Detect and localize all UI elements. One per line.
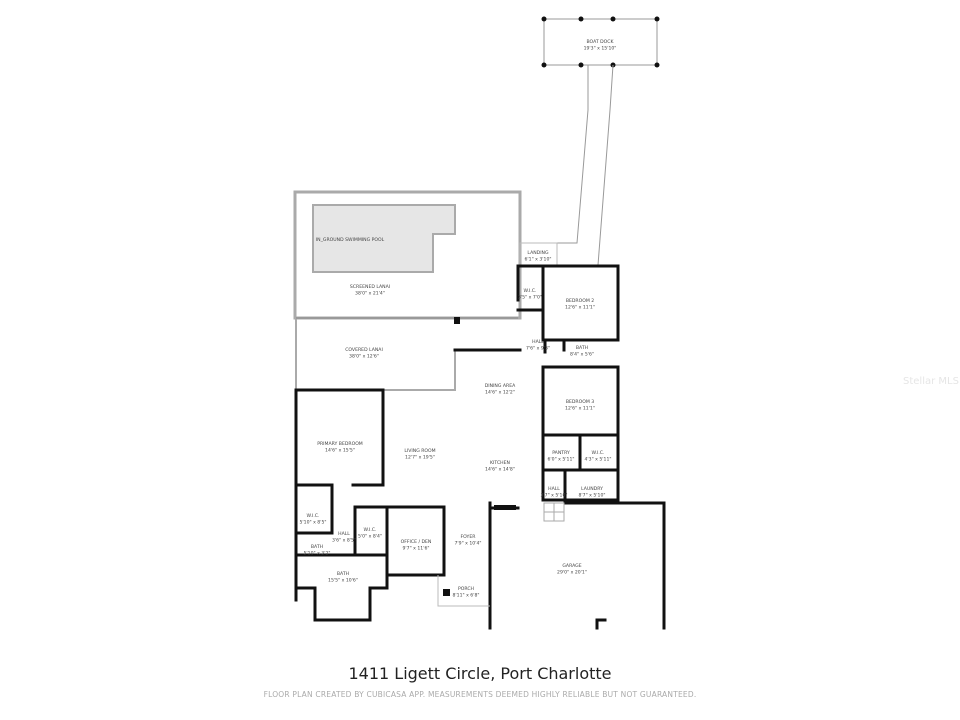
room-dimensions: 14'6" x 15'5" (325, 448, 355, 454)
room-dimensions: 19'3" x 15'10" (584, 46, 617, 52)
room-name: HALL (532, 339, 544, 345)
room-dimensions: 5'0" x 8'4" (358, 534, 382, 540)
walls (294, 264, 666, 630)
room-name: PRIMARY BEDROOM (317, 441, 363, 447)
room-name: COVERED LANAI (345, 347, 383, 353)
room-dimensions: 15'5" x 10'6" (328, 578, 358, 584)
walkway (520, 64, 614, 266)
room-dimensions: 12'6" x 11'1" (565, 305, 595, 311)
room-name: DINING AREA (485, 383, 516, 389)
room-name: GARAGE (562, 563, 581, 569)
room-name: W.I.C. (307, 513, 320, 519)
room-dimensions: 6'1" x 3'10" (524, 257, 551, 263)
garage-steps (543, 502, 565, 522)
room-dimensions: 7'6" x 9'3" (526, 346, 550, 352)
room-name: HALL (338, 531, 350, 537)
room-dimensions: 3'7" x 5'10" (540, 493, 567, 499)
room-dimensions: 29'0" x 20'1" (557, 570, 587, 576)
room-name: BATH (337, 571, 349, 577)
porch (437, 575, 490, 607)
room-dimensions: 5'10" x 8'5" (299, 520, 326, 526)
room-dimensions: 9'7" x 11'6" (402, 546, 429, 552)
room-dimensions: 12'6" x 11'1" (565, 406, 595, 412)
room-dimensions: 14'6" x 12'2" (485, 390, 515, 396)
room-dimensions: 3'6" x 8'5" (332, 538, 356, 544)
room-name: BEDROOM 3 (566, 399, 594, 405)
room-name: BEDROOM 2 (566, 298, 594, 304)
room-name: PANTRY (552, 450, 570, 456)
room-dimensions: 14'6" x 14'8" (485, 467, 515, 473)
boat-dock (541, 16, 660, 68)
room-name: KITCHEN (490, 460, 510, 466)
room-name: W.I.C. (524, 288, 537, 294)
screened-lanai (293, 190, 522, 320)
room-dimensions: 3'5" x 7'0" (518, 295, 542, 301)
room-name: W.I.C. (364, 527, 377, 533)
room-name: OFFICE / DEN (401, 539, 432, 545)
room-name: LIVING ROOM (404, 448, 435, 454)
room-name: BOAT DOCK (586, 39, 614, 45)
property-address-title: 1411 Ligett Circle, Port Charlotte (348, 664, 612, 683)
room-name: PORCH (458, 586, 474, 592)
room-dimensions: 7'9" x 10'4" (454, 541, 481, 547)
room-name: SCREENED LANAI (350, 284, 390, 290)
swimming-pool (312, 204, 456, 273)
room-dimensions: 8'7" x 5'10" (578, 493, 605, 499)
room-dimensions: 6'0" x 5'11" (547, 457, 574, 463)
room-dimensions: 8'4" x 5'6" (570, 352, 594, 358)
watermark-logo: Stellar MLS (903, 376, 959, 387)
room-name: BATH (576, 345, 588, 351)
room-name: LANDING (527, 250, 549, 256)
room-dimensions: 38'0" x 21'4" (355, 291, 385, 297)
room-name: BATH (311, 544, 323, 550)
room-dimensions: 5'10" x 3'2" (303, 551, 330, 557)
room-name: LAUNDRY (581, 486, 603, 492)
room-name: HALL (548, 486, 560, 492)
room-dimensions: 38'0" x 12'6" (349, 354, 379, 360)
disclaimer: FLOOR PLAN CREATED BY CUBICASA APP. MEAS… (263, 690, 697, 699)
room-name: IN_GROUND SWIMMING POOL (316, 237, 385, 243)
covered-lanai (295, 317, 518, 391)
room-name: FOYER (461, 534, 477, 540)
room-dimensions: 4'3" x 5'11" (584, 457, 611, 463)
room-dimensions: 12'7" x 19'5" (405, 455, 435, 461)
room-dimensions: 8'11" x 6'8" (452, 593, 479, 599)
room-name: W.I.C. (592, 450, 605, 456)
